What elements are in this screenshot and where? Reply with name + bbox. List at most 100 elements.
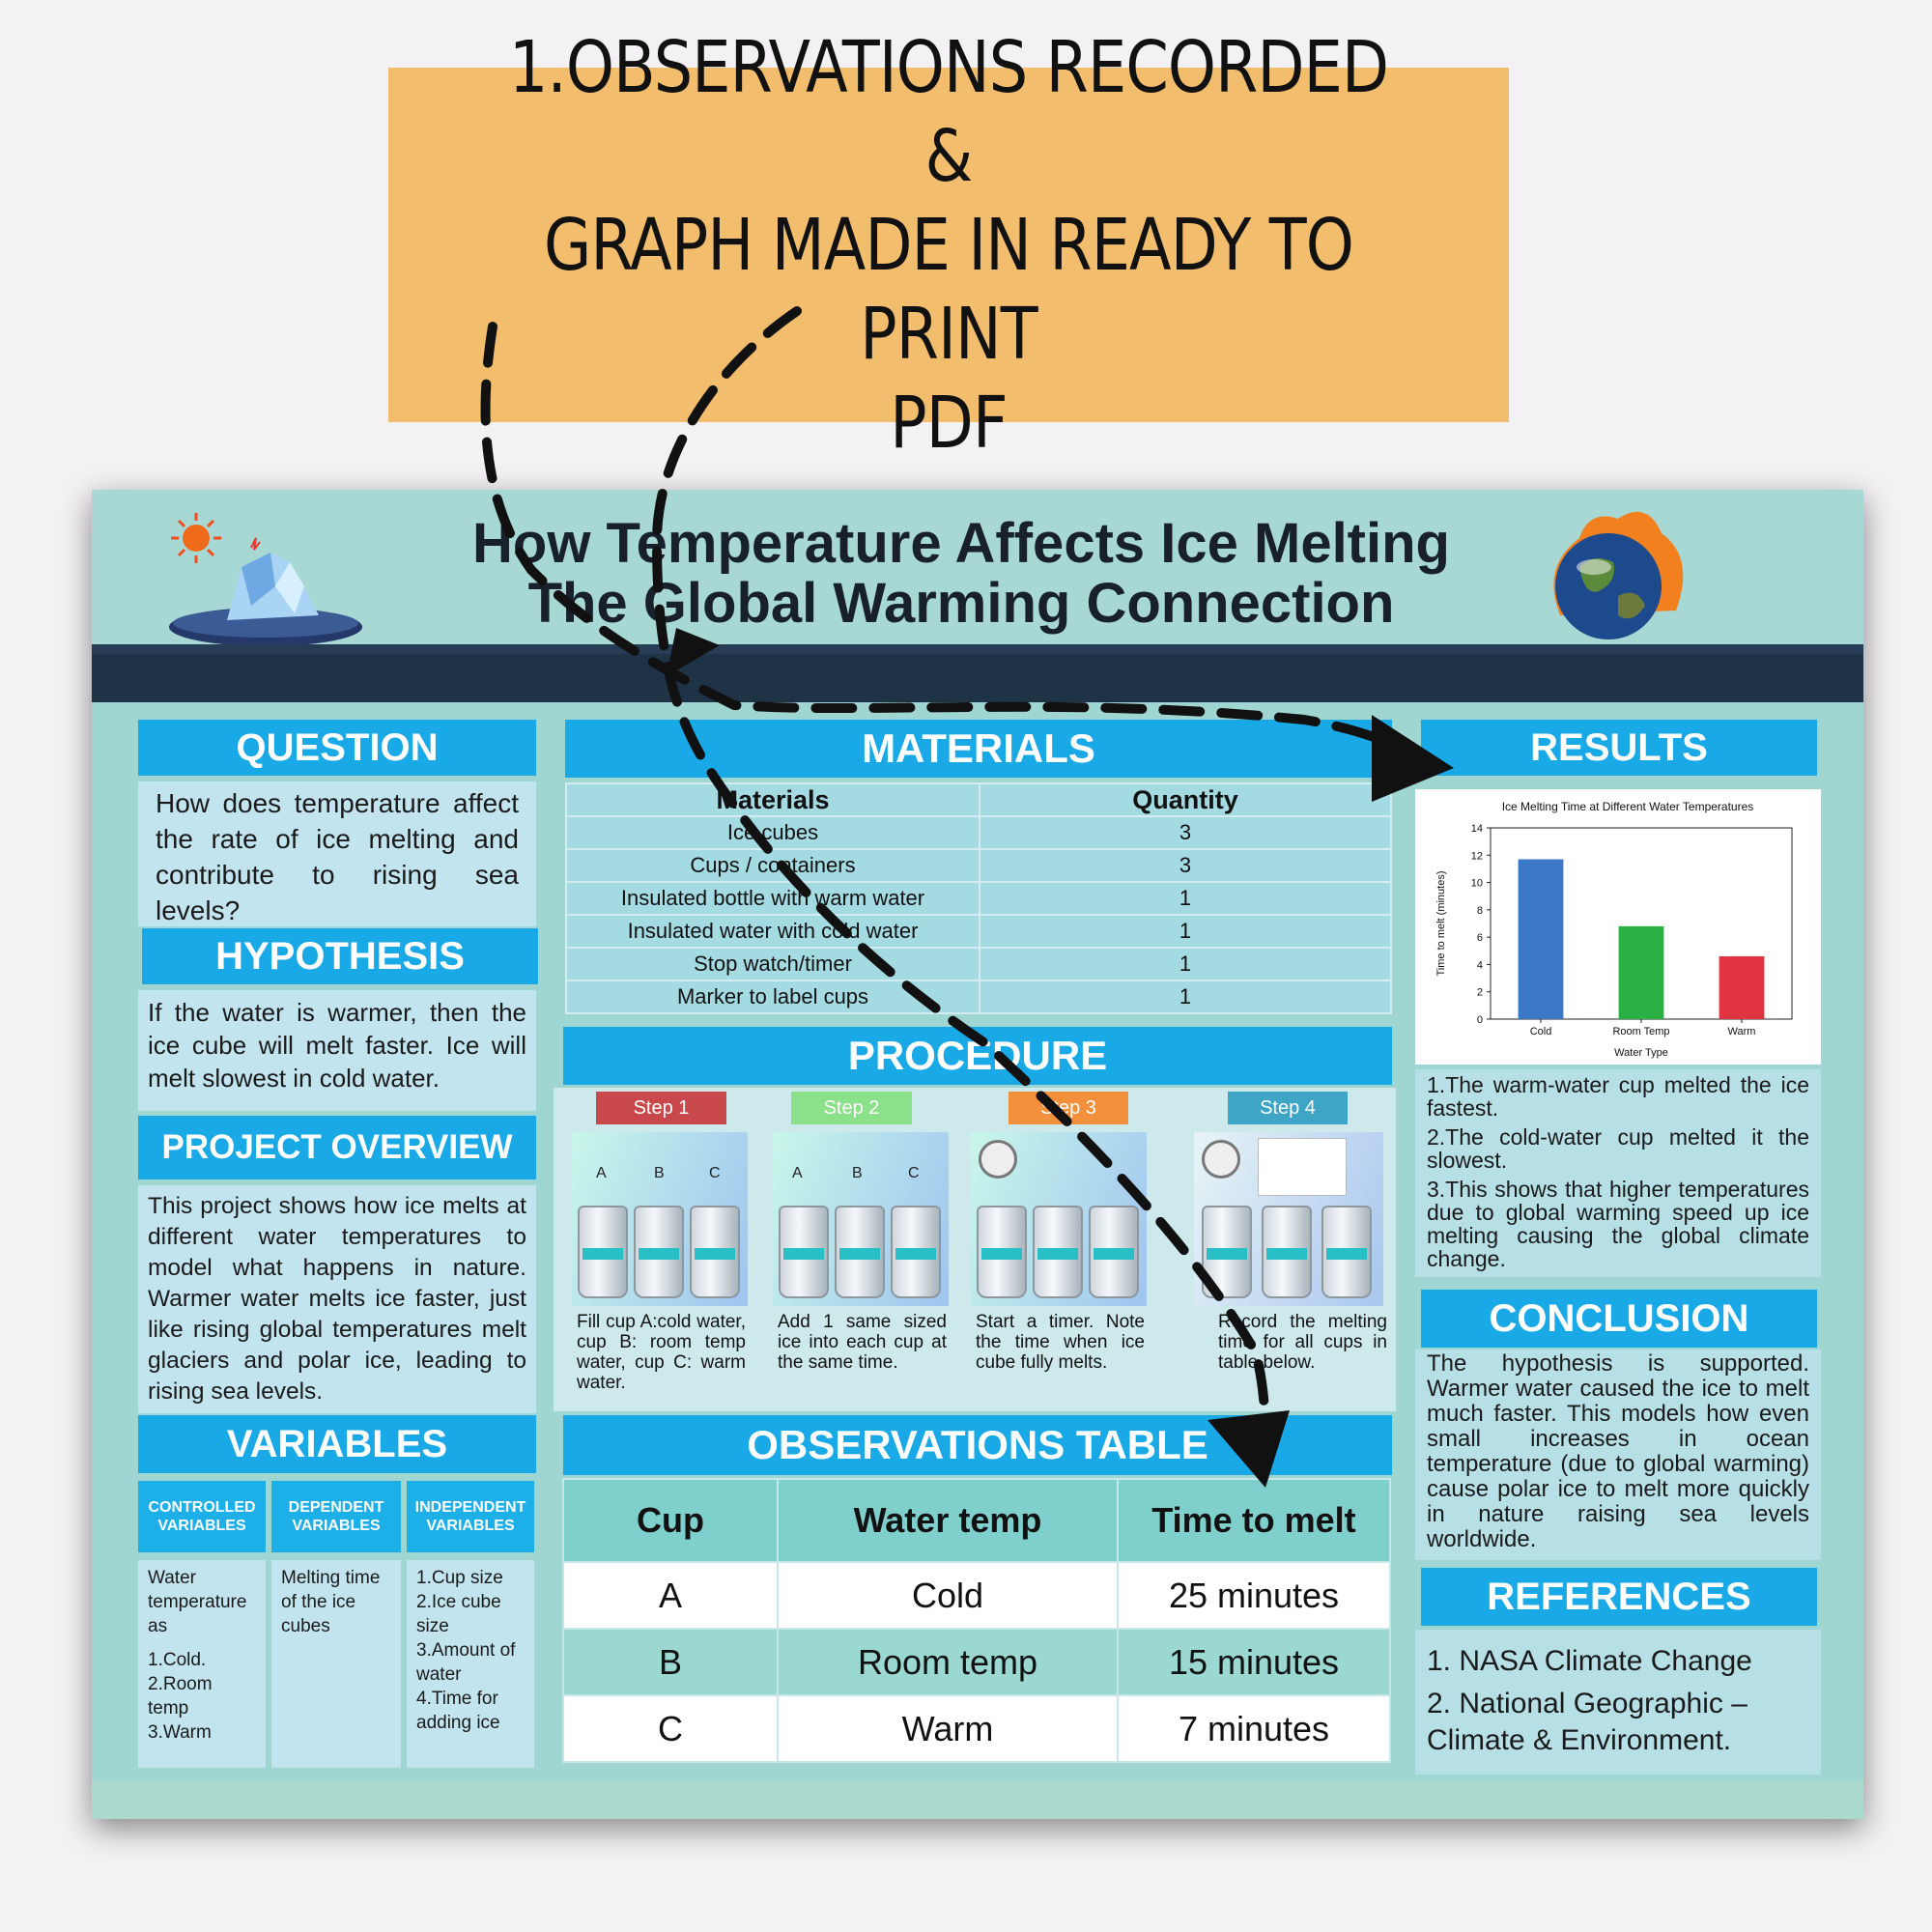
material-item: Insulated bottle with warm water — [565, 881, 980, 916]
overview-heading: PROJECT OVERVIEW — [138, 1116, 536, 1179]
cup-icon — [1202, 1206, 1252, 1298]
x-tick-label: Warm — [1728, 1026, 1756, 1037]
cup-icon — [835, 1206, 885, 1298]
material-item: Stop watch/timer — [565, 947, 980, 981]
conclusion-text: The hypothesis is supported. Warmer wate… — [1415, 1350, 1821, 1560]
cup-letter: B — [852, 1165, 863, 1181]
independent-variables-heading: INDEPENDENT VARIABLES — [407, 1481, 534, 1552]
step-text: Add 1 same sized ice into each cup at th… — [778, 1312, 947, 1373]
question-heading: QUESTION — [138, 720, 536, 776]
cup-icon — [779, 1206, 829, 1298]
bar-room-temp — [1618, 925, 1664, 1019]
variables-grid: CONTROLLED VARIABLES DEPENDENT VARIABLES… — [138, 1481, 534, 1790]
question-text: How does temperature affect the rate of … — [138, 781, 536, 926]
material-item: Insulated water with cold water — [565, 914, 980, 949]
variables-heading: VARIABLES — [138, 1415, 536, 1473]
procedure-step-4: Step 4 Record the melting time for all c… — [1179, 1092, 1387, 1410]
list-item: 1.Cup size — [416, 1568, 503, 1588]
y-tick-label: 4 — [1477, 959, 1483, 971]
bar-warm — [1719, 955, 1765, 1019]
independent-variables-list: 1.Cup size 2.Ice cube size 3.Amount of w… — [407, 1560, 534, 1768]
dependent-variables-list: Melting time of the ice cubes — [271, 1560, 401, 1768]
material-qty: 1 — [979, 914, 1392, 949]
cup-icon — [1321, 1206, 1372, 1298]
controlled-variables-list: Water temperature as 1.Cold. 2.Room temp… — [138, 1560, 266, 1768]
table-row: A Cold 25 minutes — [562, 1561, 1391, 1630]
cup-icon — [634, 1206, 684, 1298]
step-label: Step 4 — [1228, 1092, 1348, 1124]
cup-letter: A — [792, 1165, 803, 1181]
reference-item: 1. NASA Climate Change — [1427, 1645, 1752, 1677]
cup-letter: A — [596, 1165, 607, 1181]
material-item: Marker to label cups — [565, 980, 980, 1014]
time-cell: 15 minutes — [1117, 1628, 1391, 1696]
burning-earth-icon — [1553, 511, 1684, 639]
observations-heading: OBSERVATIONS TABLE — [563, 1415, 1392, 1475]
list-item: 3.Amount of water — [416, 1640, 516, 1685]
materials-column-header: Materials — [565, 782, 980, 817]
cup-icon — [1089, 1206, 1139, 1298]
banner-text: 1.OBSERVATIONS RECORDED & GRAPH MADE IN … — [508, 25, 1389, 465]
results-list: 1.The warm-water cup melted the ice fast… — [1415, 1069, 1821, 1277]
cups-image — [971, 1132, 1147, 1306]
poster-title: How Temperature Affects Ice Melting — [472, 512, 1450, 575]
chart-title: Ice Melting Time at Different Water Temp… — [1502, 800, 1754, 813]
step-text: Start a timer. Note the time when ice cu… — [976, 1312, 1145, 1373]
quantity-column-header: Quantity — [979, 782, 1392, 817]
cups-image: A B C — [572, 1132, 748, 1306]
cup-cell: C — [562, 1694, 779, 1763]
reference-item: 2. National Geographic – Climate & Envir… — [1427, 1688, 1747, 1756]
dependent-variables-heading: DEPENDENT VARIABLES — [271, 1481, 401, 1552]
material-qty: 3 — [979, 848, 1392, 883]
result-point: 3.This shows that higher temperatures du… — [1427, 1177, 1809, 1271]
water-temp-cell: Cold — [777, 1561, 1119, 1630]
stopwatch-icon — [979, 1140, 1017, 1179]
step-text: Fill cup A:cold water, cup B: room temp … — [577, 1312, 746, 1393]
cup-icon — [690, 1206, 740, 1298]
procedure-step-1: Step 1 A B C Fill cup A:cold water, cup … — [557, 1092, 760, 1410]
cup-icon — [891, 1206, 941, 1298]
water-temp-cell: Room temp — [777, 1628, 1119, 1696]
promo-banner: 1.OBSERVATIONS RECORDED & GRAPH MADE IN … — [388, 26, 1509, 465]
time-cell: 25 minutes — [1117, 1561, 1391, 1630]
list-item: 2.Ice cube size — [416, 1592, 501, 1636]
cup-icon — [1033, 1206, 1083, 1298]
hypothesis-heading: HYPOTHESIS — [142, 928, 538, 984]
material-qty: 1 — [979, 947, 1392, 981]
y-tick-label: 0 — [1477, 1014, 1483, 1026]
y-axis-label: Time to melt (minutes) — [1435, 870, 1447, 976]
results-chart: Ice Melting Time at Different Water Temp… — [1415, 789, 1821, 1065]
conclusion-heading: CONCLUSION — [1421, 1290, 1817, 1348]
step-label: Step 1 — [596, 1092, 726, 1124]
science-poster: How Temperature Affects Ice Melting The … — [92, 490, 1863, 1819]
procedure-step-2: Step 2 A B C Add 1 same sized ice into e… — [758, 1092, 961, 1410]
list-item: 4.Time for adding ice — [416, 1689, 500, 1733]
y-tick-label: 8 — [1477, 905, 1483, 917]
poster-subtitle: The Global Warming Connection — [527, 572, 1395, 635]
bar-chart: Ice Melting Time at Different Water Temp… — [1435, 800, 1793, 1059]
list-item: 2.Room temp — [148, 1674, 213, 1719]
list-item: 3.Warm — [148, 1722, 212, 1743]
table-header-row: Cup Water temp Time to melt — [562, 1478, 1391, 1563]
table-row: C Warm 7 minutes — [562, 1694, 1391, 1763]
list-item: Melting time of the ice cubes — [281, 1568, 381, 1636]
y-tick-label: 14 — [1471, 823, 1483, 835]
result-point: 2.The cold-water cup melted it the slowe… — [1427, 1124, 1809, 1173]
y-tick-label: 6 — [1477, 932, 1483, 944]
material-qty: 1 — [979, 881, 1392, 916]
bottom-strip — [92, 1780, 1863, 1819]
stopwatch-icon — [1202, 1140, 1240, 1179]
step-label: Step 2 — [791, 1092, 912, 1124]
water-temp-column-header: Water temp — [777, 1478, 1119, 1563]
step-label: Step 3 — [1009, 1092, 1128, 1124]
cup-icon — [977, 1206, 1027, 1298]
y-tick-label: 12 — [1471, 850, 1483, 862]
time-column-header: Time to melt — [1117, 1478, 1391, 1563]
record-sheet-icon — [1258, 1138, 1347, 1196]
